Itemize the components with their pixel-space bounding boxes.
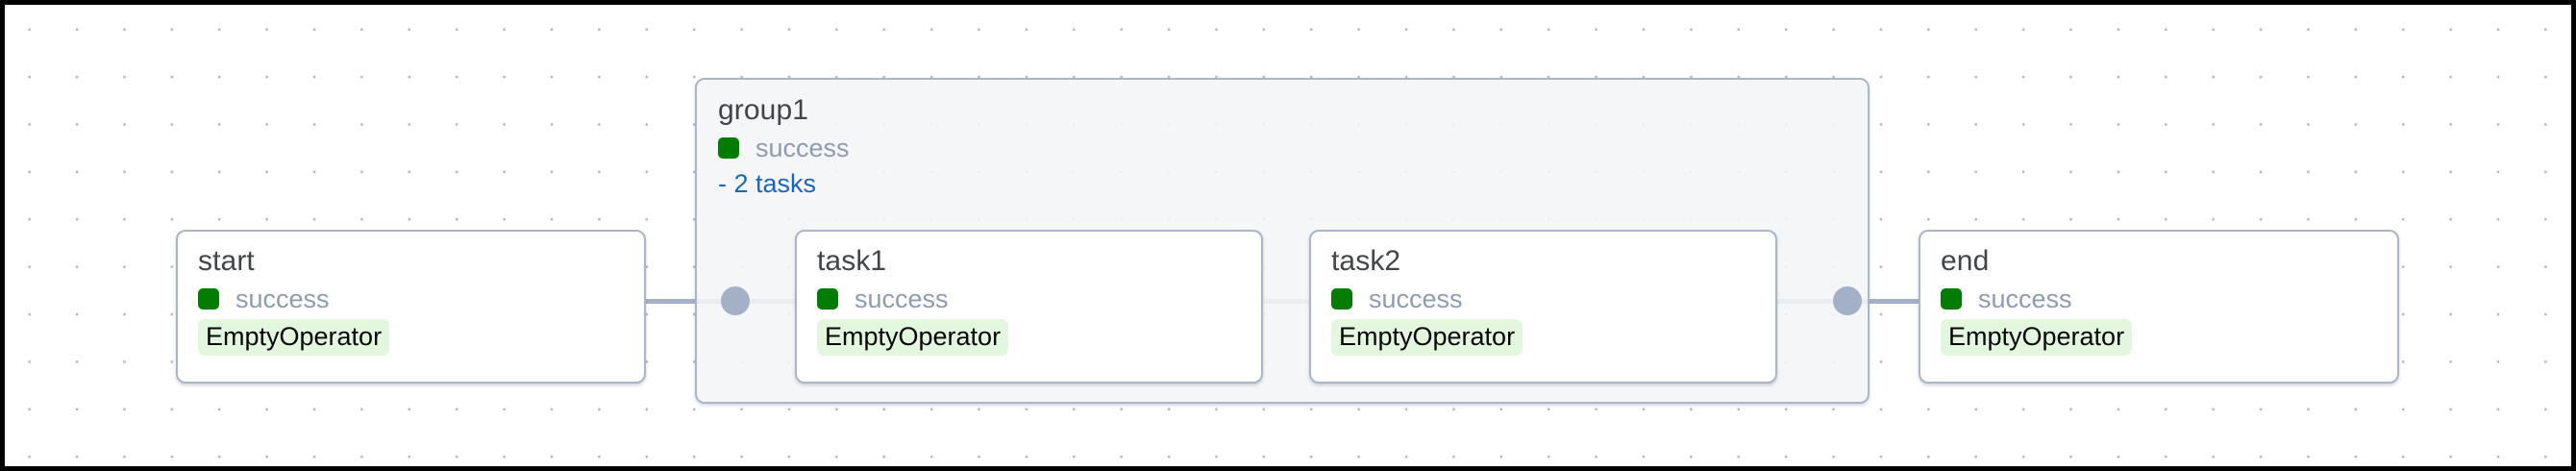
task-node-end-status-label: success	[1978, 285, 2072, 313]
task-node-end-operator-badge: EmptyOperator	[1941, 319, 2133, 356]
task-node-start-title: start	[198, 245, 255, 277]
edge-junction-dot-right	[1833, 286, 1862, 315]
task-node-task2-status-row: success	[1331, 285, 1766, 313]
edge-group1-to-end	[1847, 299, 1920, 304]
status-success-square-icon	[1331, 288, 1352, 310]
group1-status-row: success	[718, 134, 1102, 162]
status-success-square-icon	[718, 137, 739, 159]
task-node-task2-title: task2	[1331, 245, 1401, 277]
task-node-task1-status-label: success	[855, 285, 949, 313]
task-node-end-title: end	[1941, 245, 1990, 277]
status-success-square-icon	[1941, 288, 1962, 310]
task-node-start-operator-badge: EmptyOperator	[198, 319, 390, 356]
task-node-task1-status-row: success	[817, 285, 1251, 313]
task-node-end-status-row: success	[1941, 285, 2388, 313]
task-node-start-status-label: success	[235, 285, 330, 313]
task-node-start-body: start success EmptyOperator	[198, 244, 634, 356]
status-success-square-icon	[198, 288, 219, 310]
task-node-task1-title: task1	[817, 245, 887, 277]
group1-header: group1 success - 2 tasks	[718, 93, 1102, 198]
task-node-end-body: end success EmptyOperator	[1941, 244, 2388, 356]
task-node-end[interactable]: end success EmptyOperator	[1919, 230, 2399, 384]
edge-start-to-group1	[644, 299, 735, 304]
task-node-start-status-row: success	[198, 285, 634, 313]
task-node-task1-body: task1 success EmptyOperator	[817, 244, 1251, 356]
edge-junction-dot-left	[721, 286, 750, 315]
task-node-task2[interactable]: task2 success EmptyOperator	[1309, 230, 1777, 384]
task-node-task1-operator-badge: EmptyOperator	[817, 319, 1009, 356]
task-node-task1[interactable]: task1 success EmptyOperator	[795, 230, 1263, 384]
task-node-task2-body: task2 success EmptyOperator	[1331, 244, 1766, 356]
group1-tasks-toggle[interactable]: - 2 tasks	[718, 169, 817, 198]
group1-title: group1	[718, 94, 809, 126]
group1-status-label: success	[755, 134, 850, 162]
task-node-task2-operator-badge: EmptyOperator	[1331, 319, 1523, 356]
task-node-start[interactable]: start success EmptyOperator	[176, 230, 646, 384]
status-success-square-icon	[817, 288, 838, 310]
task-node-task2-status-label: success	[1369, 285, 1463, 313]
